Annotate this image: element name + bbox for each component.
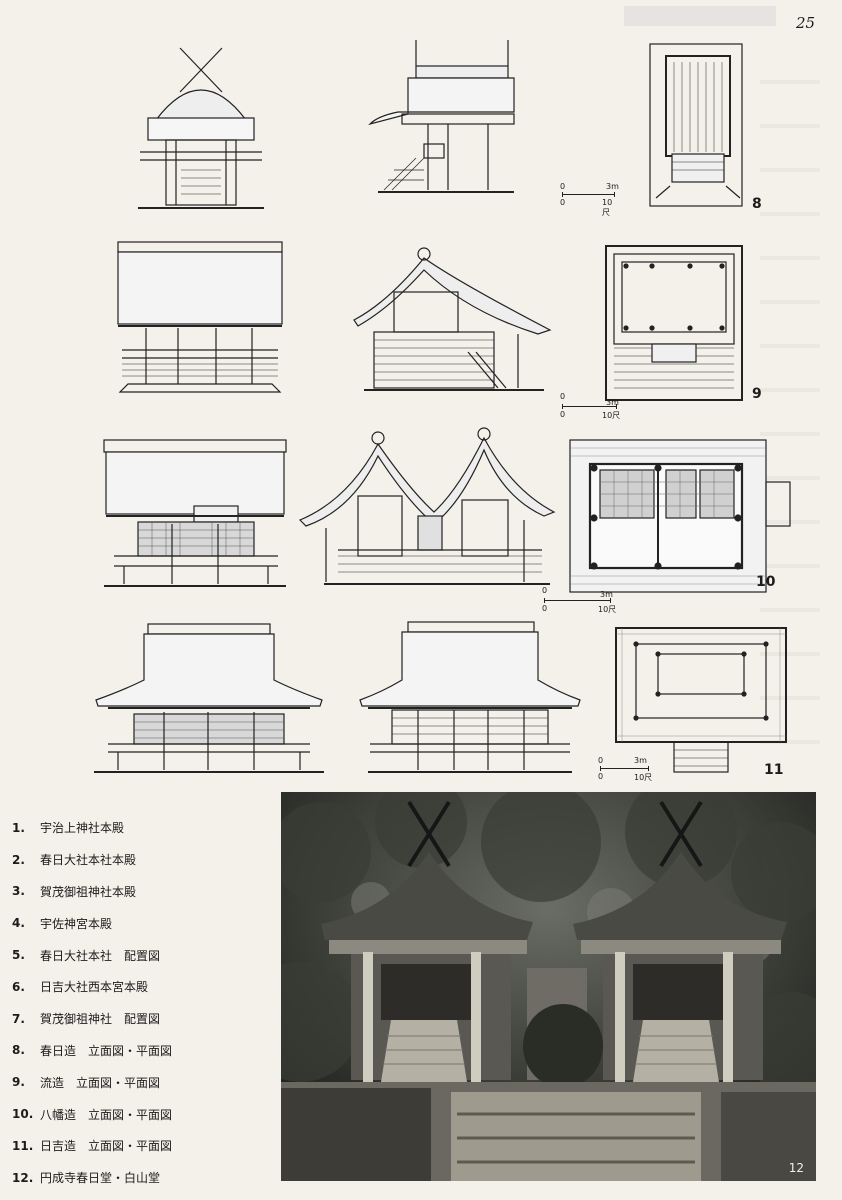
hie-floor-plan [615, 627, 787, 773]
nagare-floor-plan [605, 245, 743, 401]
figure-number-12: 12 [788, 1161, 804, 1175]
figure-number-8: 8 [752, 196, 762, 212]
caption-item: 5.春日大社本社 配置図 [12, 948, 161, 963]
caption-item: 3.賀茂御祖神社本殿 [12, 884, 137, 899]
figure-number-10: 10 [756, 574, 776, 590]
kasuga-floor-plan [649, 43, 743, 207]
nagare-front-elevation [117, 241, 283, 393]
figure-number-9: 9 [752, 386, 762, 402]
figure-number-11: 11 [764, 762, 784, 778]
caption-item: 4.宇佐神宮本殿 [12, 916, 113, 931]
scale-bar-fig10: 0 3m 0 10尺 [542, 586, 617, 614]
hachiman-floor-plan [569, 439, 791, 593]
facing-page-edge [760, 40, 820, 760]
figure-caption-list: 1.宇治上神社本殿 2.春日大社本社本殿 3.賀茂御祖神社本殿 4.宇佐神宮本殿… [12, 812, 274, 1194]
photo-illustration [281, 792, 816, 1181]
hachiman-side-elevation [298, 427, 556, 585]
hie-front-elevation [94, 623, 324, 773]
kasuga-side-elevation [368, 40, 515, 193]
caption-item: 12.円成寺春日堂・白山堂 [12, 1170, 161, 1186]
page-number: 25 [796, 14, 816, 32]
caption-item: 2.春日大社本社本殿 [12, 852, 137, 868]
shrine-photograph: 12 [281, 792, 816, 1181]
scale-bar-fig9: 0 3m 0 10尺 [560, 392, 621, 420]
caption-item: 6.日吉大社西本宮本殿 [12, 979, 149, 995]
caption-item: 8.春日造 立面図・平面図 [12, 1043, 173, 1058]
caption-item: 10.八幡造 立面図・平面図 [12, 1107, 173, 1122]
nagare-side-elevation [353, 247, 552, 391]
scale-bar-fig8: 0 3m 0 10尺 [560, 182, 619, 217]
caption-item: 1.宇治上神社本殿 [12, 820, 125, 836]
hachiman-front-elevation [103, 439, 287, 587]
hie-side-elevation [359, 621, 581, 773]
scale-bar-fig11: 0 3m 0 10尺 [598, 756, 653, 782]
caption-item: 7.賀茂御祖神社 配置図 [12, 1011, 161, 1027]
caption-item: 9.流造 立面図・平面図 [12, 1075, 161, 1090]
kasuga-front-elevation [138, 47, 264, 209]
header-tab-band [624, 6, 776, 26]
caption-item: 11.日吉造 立面図・平面図 [12, 1138, 173, 1154]
